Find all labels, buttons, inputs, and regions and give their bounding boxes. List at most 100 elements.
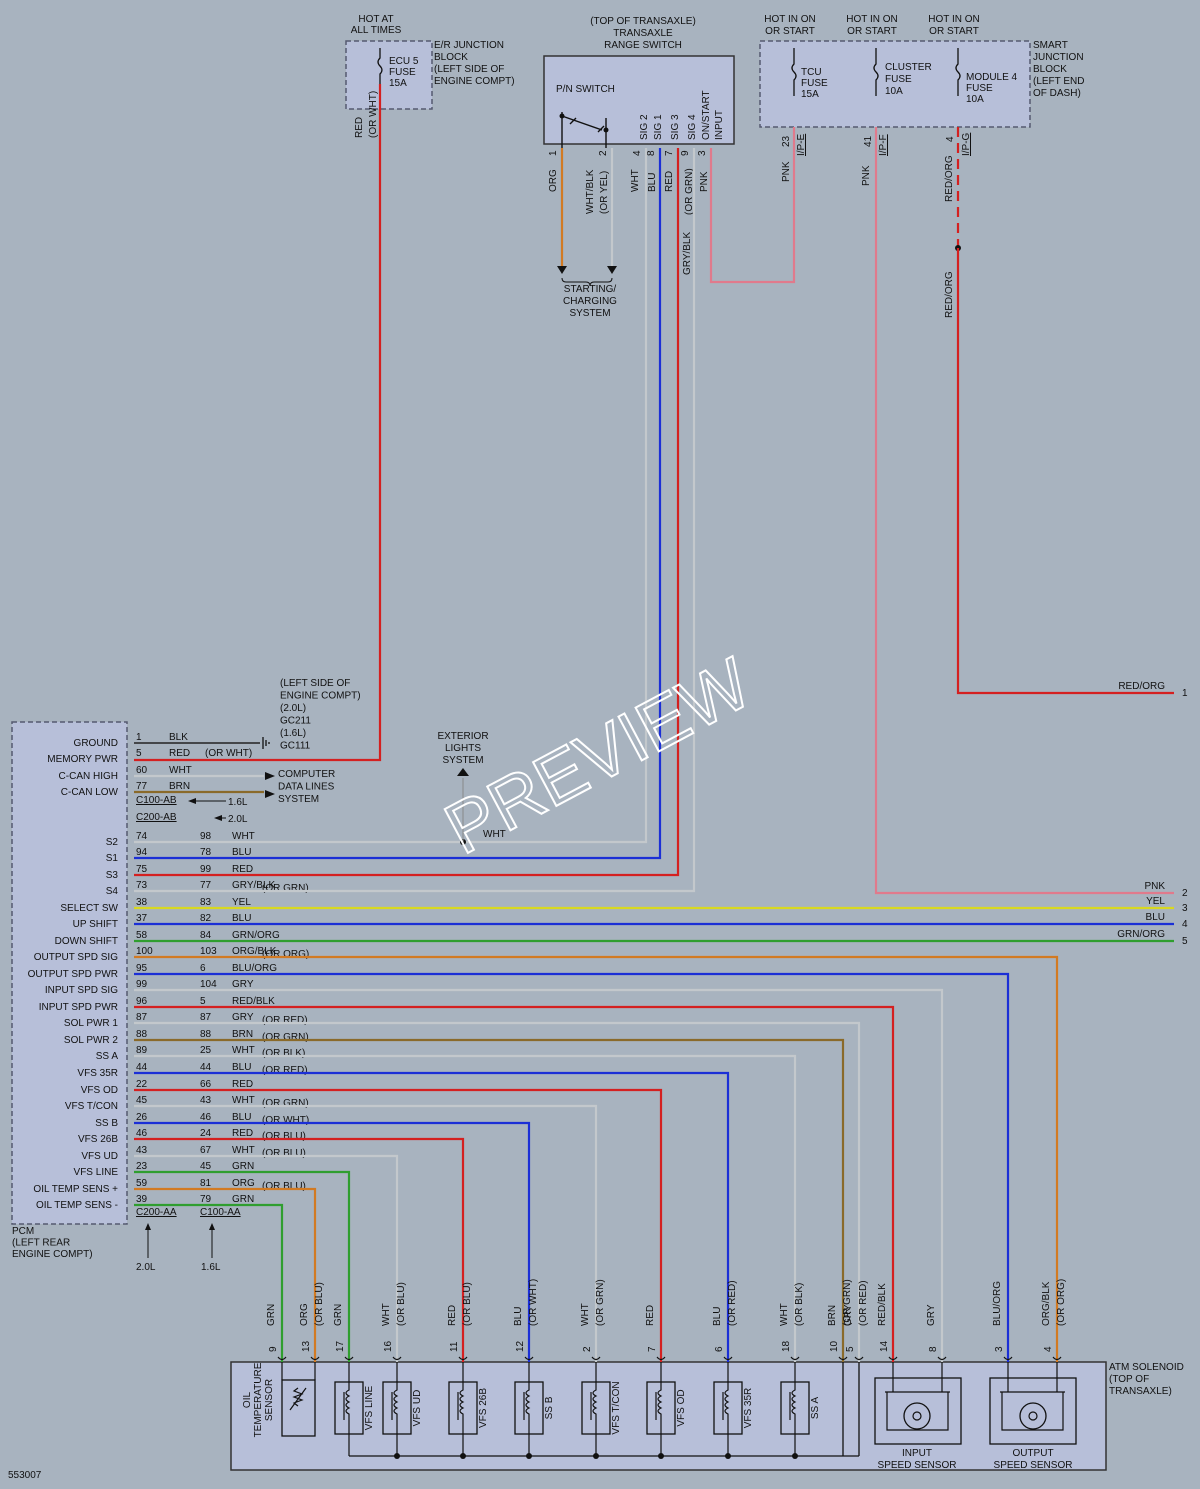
pin-number: 2 <box>598 150 609 156</box>
atm-pin-number: 8 <box>928 1346 939 1352</box>
pcm-pin-label: OUTPUT SPD SIG <box>34 952 118 963</box>
hot-label: OR START <box>929 26 979 37</box>
tcu-fuse-label: FUSE <box>801 78 828 89</box>
wire-color-label: GRN <box>266 1304 277 1326</box>
wire-color-label: BRN <box>169 781 190 792</box>
pcm-pin-label: INPUT SPD SIG <box>45 985 118 996</box>
hot-label: HOT IN ON <box>846 14 897 25</box>
pin-number: 23 <box>781 135 792 147</box>
atm-pin-number: 11 <box>449 1341 460 1352</box>
hot-label: OR START <box>765 26 815 37</box>
pcm-pin-number: 43 <box>136 1145 148 1156</box>
atm-pin-number: 16 <box>383 1340 394 1352</box>
wire-alt-label: (OR ORG) <box>262 949 309 960</box>
sig-label: SIG 4 <box>687 114 698 140</box>
pin-number: 8 <box>646 150 657 156</box>
pin-number: 9 <box>680 150 691 156</box>
wire-color-label: RED/BLK <box>877 1283 888 1326</box>
wire-color-label: BLU <box>513 1307 524 1326</box>
atm-pin-number: 17 <box>335 1340 346 1352</box>
wire-alt-label: (OR BLU) <box>462 1282 473 1326</box>
wire-color-label: GRN <box>232 1161 254 1172</box>
wire-color-label: ORG/BLK <box>1041 1281 1052 1326</box>
pcm-pin-label: SOL PWR 2 <box>64 1035 119 1046</box>
wire-color-label: GRN/ORG <box>232 930 280 941</box>
pcm-pin-label: VFS 26B <box>78 1134 118 1145</box>
smart-block-name: BLOCK <box>1033 64 1067 75</box>
wire-color-label: WHT <box>232 1145 255 1156</box>
pin-terminal <box>1052 1356 1062 1361</box>
pcm-pin-label: DOWN SHIFT <box>55 936 118 947</box>
pointer-line <box>196 800 226 819</box>
wire-color-label: WHT <box>779 1303 790 1326</box>
fuse-symbol <box>873 48 879 96</box>
module4-fuse-label: FUSE <box>966 83 993 94</box>
wire-alt-label: (OR RED) <box>858 1280 869 1326</box>
atm-wire <box>134 1071 730 1362</box>
splice-dot <box>725 1453 731 1459</box>
er-block-name: E/R JUNCTION <box>434 40 504 51</box>
range-switch-title: (TOP OF TRANSAXLE) <box>590 16 696 27</box>
wire-color-label: WHT <box>580 1303 591 1326</box>
pcm-pin-number: 37 <box>136 913 148 924</box>
pin-terminal <box>656 1356 666 1361</box>
cluster-fuse-label: CLUSTER <box>885 62 932 73</box>
wire-label: PNK <box>781 161 792 182</box>
wire-label: WHT <box>630 169 641 192</box>
connector-pin-number: 87 <box>200 1012 212 1023</box>
wire-color-label: BRN <box>232 1029 253 1040</box>
pin-terminal <box>1003 1356 1013 1361</box>
range-switch-title: RANGE SWITCH <box>604 40 682 51</box>
tcu-fuse-label: 15A <box>801 89 819 100</box>
pcm-name: PCM <box>12 1226 34 1237</box>
pcm-pin-number: 73 <box>136 880 148 891</box>
connector-pin-number: 103 <box>200 946 217 957</box>
memory-pwr-wire <box>134 84 382 762</box>
wire-color-label: RED <box>645 1305 656 1326</box>
wire-color-label: WHT <box>381 1303 392 1326</box>
smart-block-name: JUNCTION <box>1033 52 1084 63</box>
wire-color-label: GRY/BLK <box>232 880 275 891</box>
smart-block-name: (LEFT END <box>1033 76 1085 87</box>
sig-label: SIG 1 <box>653 114 664 140</box>
smart-block-name: SMART <box>1033 40 1068 51</box>
pcm-pin-number: 45 <box>136 1095 148 1106</box>
connector-pin-number: 83 <box>200 897 212 908</box>
output-wire-label: RED/ORG <box>1118 681 1165 692</box>
hot-label: HOT AT <box>358 14 393 25</box>
connector-label: I/P-F <box>878 134 889 156</box>
atm-wire <box>134 1104 598 1362</box>
pcm-pin-number: 96 <box>136 996 148 1007</box>
pin-terminal <box>937 1356 947 1361</box>
exterior-lights-label: LIGHTS <box>445 743 481 754</box>
wire-color-label: GRY <box>926 1304 937 1326</box>
atm-name: (TOP OF <box>1109 1374 1149 1385</box>
connector-pin-number: 43 <box>200 1095 212 1106</box>
s4-wire <box>134 148 696 893</box>
pcm-pin-label: UP SHIFT <box>73 919 118 930</box>
pnk-out-wire <box>874 127 1174 895</box>
atm-wire <box>134 972 1010 1362</box>
pcm-pin-number: 26 <box>136 1112 148 1123</box>
wire-alt-label: (OR RED) <box>262 1015 308 1026</box>
wire-alt-label: (OR BLU) <box>314 1282 325 1326</box>
pin-number: 1 <box>548 150 559 156</box>
pcm-pin-label: S3 <box>106 870 119 881</box>
connector-pin-number: 78 <box>200 847 212 858</box>
pcm-pin-number: 23 <box>136 1161 148 1172</box>
splice-dot <box>593 1453 599 1459</box>
sig-label: SIG 2 <box>639 114 650 140</box>
wire-label: BLU <box>647 173 658 192</box>
tcu-fuse-label: TCU <box>801 67 822 78</box>
wire-color-label: BLU <box>232 1112 251 1123</box>
starting-system-label: STARTING/ <box>564 284 617 295</box>
pcm-pin-number: 87 <box>136 1012 148 1023</box>
pin-number: 41 <box>863 135 874 147</box>
pcm-pin-label: S1 <box>106 853 119 864</box>
sig-label: ON/START <box>701 90 712 140</box>
wire-alt-label: (OR ORG) <box>1056 1279 1067 1326</box>
cluster-fuse-label: 10A <box>885 86 903 97</box>
output-wire-label: PNK <box>1144 881 1165 892</box>
sensor-hub <box>1028 1411 1038 1421</box>
